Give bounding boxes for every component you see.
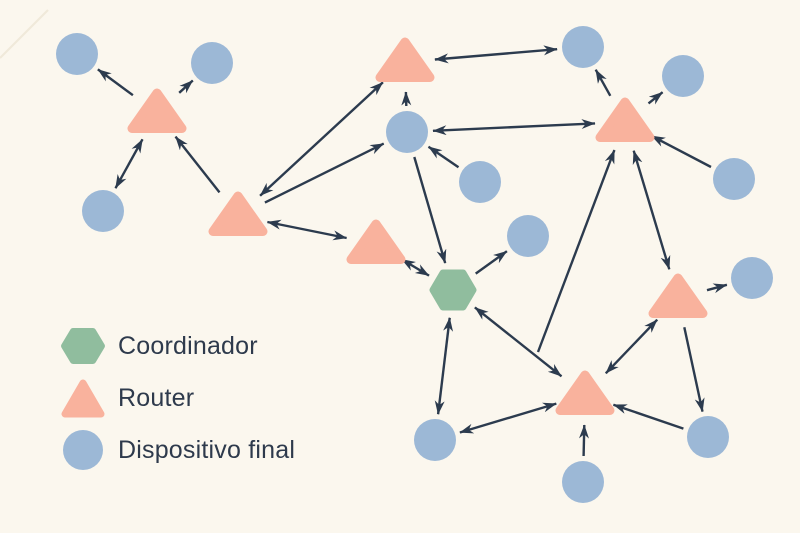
end-device-node [459, 161, 501, 203]
router-node [127, 88, 187, 133]
edge-router-7-device-11 [459, 402, 557, 434]
router-node [208, 191, 268, 236]
end-device-node [191, 42, 233, 84]
legend-label-router: Router [118, 384, 195, 412]
end-device-node [562, 461, 604, 503]
edge-router-5-device-5 [647, 91, 664, 105]
legend: Coordinador Router Dispositivo final [60, 323, 295, 473]
edge-router-6-device-10 [706, 283, 728, 294]
edge-router-6-router-7 [604, 318, 659, 375]
legend-label-coordinator: Coordinador [118, 332, 258, 360]
edge-device-7-device-6 [427, 145, 460, 169]
edge-router-1-device-2 [178, 79, 194, 94]
router-node [555, 370, 615, 415]
end-device-node [507, 215, 549, 257]
legend-item-end-device: Dispositivo final [60, 427, 295, 473]
end-device-node [386, 111, 428, 153]
legend-item-coordinator: Coordinador [60, 323, 295, 369]
legend-label-end-device: Dispositivo final [118, 436, 296, 464]
edge-coordinator-device-11 [434, 317, 454, 415]
coordinator-hexagon-icon [61, 328, 105, 364]
end-device-node [82, 190, 124, 232]
edge-device-8-router-5 [651, 134, 712, 169]
edge-router-7-router-5 [536, 149, 616, 353]
edge-router-1-device-3 [114, 138, 144, 189]
edge-device-12-router-7 [578, 424, 589, 457]
end-device-node [687, 416, 729, 458]
edge-router-2-router-1 [174, 135, 221, 194]
edge-router-1-device-1 [97, 68, 134, 97]
coordinator-node [429, 269, 477, 311]
edge-router-2-router-3 [266, 219, 348, 241]
end-device-node [731, 257, 773, 299]
router-node [595, 97, 655, 142]
edge-router-5-device-6 [432, 119, 596, 136]
end-device-node [414, 419, 456, 461]
edge-router-4-device-4 [434, 45, 558, 64]
end-device-node [662, 55, 704, 97]
router-node [648, 273, 708, 318]
end-device-circle-icon [63, 430, 103, 470]
edge-device-13-router-7 [612, 403, 684, 430]
end-device-node [56, 33, 98, 75]
end-device-node [713, 158, 755, 200]
legend-item-router: Router [60, 375, 295, 421]
edge-router-6-device-13 [683, 327, 705, 413]
edge-router-5-device-4 [594, 69, 612, 97]
edge-coordinator-device-9 [475, 250, 508, 275]
edge-coordinator-router-7 [474, 306, 563, 378]
edge-device-6-coordinator [413, 156, 447, 264]
router-node [346, 219, 406, 264]
edge-router-3-coordinator [401, 258, 430, 277]
corner-artifact-line [0, 9, 49, 59]
end-device-node [562, 26, 604, 68]
edge-router-5-router-6 [632, 150, 671, 270]
router-node [375, 37, 435, 82]
router-triangle-icon [61, 379, 105, 418]
edge-router-2-device-6 [264, 142, 385, 204]
edge-router-2-router-4 [259, 81, 384, 197]
